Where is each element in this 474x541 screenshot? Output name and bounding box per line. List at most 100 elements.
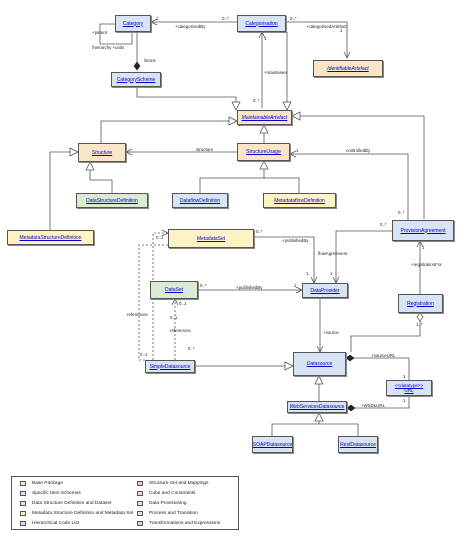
gen-provisionagreement-maintainable [291, 111, 425, 219]
role-parent: +parent [92, 30, 108, 35]
class-maintainable-artefact[interactable]: MaintainableArtefact [237, 110, 292, 125]
assoc-sourceurl [345, 354, 410, 380]
legend-item-base-package: Base Package [20, 481, 63, 486]
role-references: references [127, 312, 148, 317]
mult-simple-zero-one: 0..1 [140, 352, 148, 357]
class-metadata-set[interactable]: MetadataSet [168, 229, 254, 248]
gen-soap-webservices [271, 412, 324, 436]
class-simple-datasource[interactable]: SimpleDatasource [145, 360, 195, 373]
mult-wsdl-url: 1 [403, 398, 406, 403]
legend-swatch [137, 521, 143, 526]
mult-categorisation-right: 0..* [290, 16, 297, 21]
legend-swatch [20, 491, 26, 496]
class-structure-usage[interactable]: StructureUsage [237, 143, 290, 161]
role-published-by-2: +publishedBy [236, 285, 263, 290]
legend-label: Cube and Constraints [149, 491, 196, 496]
mult-categorisation-left: 0..* [222, 16, 229, 21]
role-structure: structure [196, 147, 214, 152]
class-category[interactable]: Category [115, 15, 151, 32]
class-provision-agreement[interactable]: ProvisionAgreement [392, 220, 454, 241]
legend-item-structure-set: Structure Set and Mappings [137, 481, 208, 486]
role-flow-agreement: flowAgreement [318, 251, 348, 256]
class-metadata-structure-definition[interactable]: MetadataStructureDefinition [7, 230, 94, 245]
class-soap-datasource[interactable]: SOAPDatasource [252, 436, 293, 453]
mult-category: 1 [156, 16, 159, 21]
assoc-flowagreement [332, 230, 392, 284]
gen-categoryscheme-maintainable [136, 87, 241, 111]
legend-item-hierarchical: Hierarchical Code List [20, 521, 79, 526]
role-categorised-by: +categorisedBy [175, 24, 206, 29]
assoc-simple-datasource-dash [138, 244, 168, 361]
mult-maintainer-top: 1 [264, 36, 267, 41]
mult-metadataset-publisher: 0..* [256, 229, 263, 234]
legend-swatch [20, 501, 26, 506]
assoc-references-metadataset [152, 229, 169, 360]
legend-label: Metadata Structure Definition and Metada… [32, 511, 134, 516]
legend-label: Transformations and Expressions [149, 521, 221, 526]
class-data-set[interactable]: DataSet [150, 281, 198, 299]
gen-msd-structure [49, 147, 79, 230]
role-published-by: +publishedBy [282, 238, 309, 243]
mult-dataset-provider: 1 [294, 283, 297, 288]
role-registration-for: +registrationFor [411, 262, 442, 267]
role-categorised-artefact: +categorisedArtefact [306, 24, 347, 29]
assoc-metadataset-publishedby [254, 236, 318, 284]
class-datasource[interactable]: Datasource [293, 352, 346, 376]
mult-registration-for: 1 [422, 245, 425, 250]
legend-label: Specific Item Schemes [32, 491, 81, 496]
legend-label: Hierarchical Code List [32, 521, 79, 526]
mult-simple-many: 0..* [188, 346, 195, 351]
class-dataflow-definition[interactable]: DataflowDefinition [172, 193, 228, 208]
class-categorisation[interactable]: Categorisation [237, 15, 286, 32]
legend-swatch [137, 501, 143, 506]
legend-swatch [20, 511, 26, 516]
assoc-wsdlurl [346, 396, 410, 412]
class-data-provider[interactable]: DataProvider [302, 283, 348, 298]
mult-dataset-zero-one: 0..1 [170, 315, 178, 320]
legend-item-item-schemes: Specific Item Schemes [20, 491, 81, 496]
assoc-controlledby [289, 150, 409, 220]
legend-label: Data Structure Definition and Dataset [32, 501, 112, 506]
mult-dataset-publisher: 0..* [200, 283, 207, 288]
legend-item-cube: Cube and Constraints [137, 491, 195, 496]
mult-registration-datasource: 1..* [416, 322, 423, 327]
class-url-datatype[interactable]: <<datatype>> URL [386, 380, 432, 396]
gen-structure-maintainable [100, 116, 238, 143]
legend-item-msd: Metadata Structure Definition and Metada… [20, 511, 133, 516]
legend-swatch [137, 491, 143, 496]
mult-references-dataset: 0..1 [179, 301, 187, 306]
legend-item-dsd: Data Structure Definition and Dataset [20, 501, 111, 506]
class-category-scheme[interactable]: CategoryScheme [111, 72, 161, 87]
legend-item-process: Process and Transition [137, 511, 198, 516]
role-items: /items [144, 58, 156, 63]
legend-label: Data Provisioning [149, 501, 187, 506]
role-references-2: references [170, 328, 191, 333]
class-rest-datasource[interactable]: RestDatasource [338, 436, 378, 453]
assoc-categorisation-identifiable [286, 21, 351, 59]
class-identifiable-artefact[interactable]: IdentifiableArtefact [313, 60, 383, 77]
mult-provision-top: 0..* [398, 210, 405, 215]
role-maintainer: +maintainer [264, 70, 288, 75]
assoc-registration-datasource [350, 312, 424, 352]
class-data-structure-definition[interactable]: DataStructureDefinition [76, 193, 148, 208]
gen-metadataflow-structureusage [264, 177, 300, 193]
role-hierarchy-units: /hierarchy +units [92, 45, 125, 50]
assoc-category-parent-loop [99, 23, 133, 45]
legend-swatch [137, 511, 143, 516]
mult-maintainer: 0..* [253, 98, 260, 103]
role-controlled-by: controlledBy [346, 148, 371, 153]
role-source: +source [323, 330, 339, 335]
mult-source-url: 1 [403, 374, 406, 379]
class-web-services-datasource[interactable]: WebServicesDatasource [287, 401, 347, 413]
role-source-url: +sourceURL [371, 353, 396, 358]
role-wsdl-url: +WSDLURL [361, 403, 386, 408]
mult-metadataset-provider: 1 [306, 271, 309, 276]
class-structure[interactable]: Structure [78, 143, 126, 162]
class-registration[interactable]: Registration [398, 294, 443, 313]
mult-flow-provider: 1 [330, 271, 333, 276]
legend-label: Base Package [32, 481, 63, 486]
gen-dsd-structure [85, 161, 113, 193]
class-metadataflow-definition[interactable]: MetadataflowDefinition [263, 193, 336, 208]
mult-references-metadataset: 0..1 [156, 235, 164, 240]
